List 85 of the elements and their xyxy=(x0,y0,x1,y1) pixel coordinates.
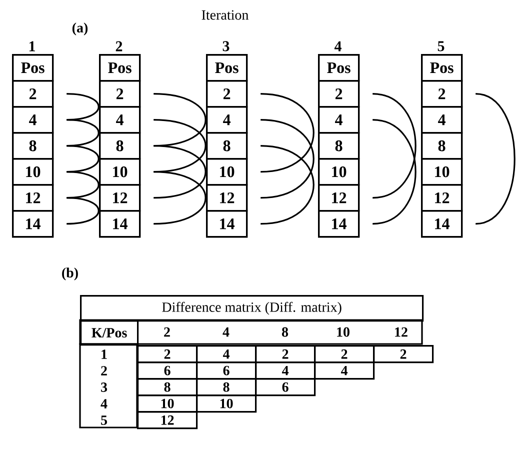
position-cell: 14 xyxy=(12,210,54,238)
arc-connector xyxy=(66,197,100,225)
position-cell: Pos xyxy=(206,54,248,82)
position-cell: Pos xyxy=(421,54,463,82)
row-number: 4 xyxy=(100,399,108,408)
arc-connector xyxy=(154,145,206,199)
position-cell: 12 xyxy=(318,184,360,212)
position-cell: 14 xyxy=(206,210,248,238)
value-cell: 2 xyxy=(255,345,316,364)
value-cell: 4 xyxy=(255,362,316,380)
value-cell: 10 xyxy=(137,394,198,413)
panel-label: (a) xyxy=(72,22,88,36)
column-header: 4 xyxy=(222,327,230,337)
position-cell: 2 xyxy=(99,80,141,108)
position-cell: Pos xyxy=(318,54,360,82)
position-cell: Pos xyxy=(99,54,141,82)
position-cell: 4 xyxy=(99,106,141,134)
position-cell: 12 xyxy=(12,184,54,212)
column-number: 3 xyxy=(222,41,230,52)
column-number: 1 xyxy=(29,41,35,52)
value-cell: 6 xyxy=(255,378,316,396)
value-cell: 10 xyxy=(196,394,257,413)
value-cell: 12 xyxy=(137,411,198,430)
position-cell: 12 xyxy=(99,184,141,212)
position-cell: 2 xyxy=(12,80,54,108)
position-cell: 8 xyxy=(99,132,141,160)
header-cell: K/Pos xyxy=(80,320,139,346)
value-cell: 6 xyxy=(137,362,198,380)
arc-connector xyxy=(66,171,100,199)
row-number: 5 xyxy=(101,416,107,425)
position-cell: 8 xyxy=(421,132,463,160)
value-cell: 8 xyxy=(137,378,198,396)
position-cell: 2 xyxy=(421,80,463,108)
value-cell: 2 xyxy=(314,345,375,364)
value-cell: 2 xyxy=(373,345,434,364)
position-cell: 14 xyxy=(421,210,463,238)
table-title-cell: Difference matrix (Diff. matrix) xyxy=(80,295,424,322)
position-cell: 10 xyxy=(99,158,141,186)
arc-connector xyxy=(372,93,416,199)
column-number: 5 xyxy=(438,41,444,52)
arc-connector xyxy=(372,119,416,225)
position-cell: 2 xyxy=(206,80,248,108)
arc-connector xyxy=(66,145,100,173)
position-cell: 8 xyxy=(12,132,54,160)
position-cell: 4 xyxy=(206,106,248,134)
row-number: 2 xyxy=(101,366,107,376)
column-header: 12 xyxy=(395,327,408,337)
column-number: 4 xyxy=(334,41,342,52)
position-cell: 4 xyxy=(12,106,54,134)
value-cell: 4 xyxy=(196,345,257,364)
column-header: 8 xyxy=(282,327,288,337)
position-cell: 8 xyxy=(318,132,360,160)
panel-label: (b) xyxy=(62,268,78,280)
column-number: 2 xyxy=(116,41,122,52)
value-cell: 4 xyxy=(314,362,375,380)
column-header: 10 xyxy=(337,327,350,337)
arc-connector xyxy=(260,145,314,225)
arc-connector xyxy=(260,119,314,199)
value-cell: 8 xyxy=(196,378,257,396)
position-cell: 10 xyxy=(421,158,463,186)
position-cell: 2 xyxy=(318,80,360,108)
arc-connector xyxy=(154,119,206,173)
position-cell: 8 xyxy=(206,132,248,160)
arc-connector xyxy=(154,93,206,147)
arc-connector xyxy=(66,93,100,121)
position-cell: 14 xyxy=(99,210,141,238)
position-cell: 4 xyxy=(421,106,463,134)
row-number: 1 xyxy=(102,350,107,359)
position-cell: 14 xyxy=(318,210,360,238)
position-cell: 12 xyxy=(421,184,463,212)
position-cell: 12 xyxy=(206,184,248,212)
value-cell: 2 xyxy=(137,345,198,364)
position-cell: 10 xyxy=(206,158,248,186)
position-cell: 10 xyxy=(318,158,360,186)
position-cell: 10 xyxy=(12,158,54,186)
arc-connector xyxy=(260,93,314,173)
position-cell: Pos xyxy=(12,54,54,82)
arc-connector xyxy=(66,119,100,147)
value-cell: 6 xyxy=(196,362,257,380)
axis-title: Iteration xyxy=(202,10,249,20)
row-number: 3 xyxy=(101,382,108,392)
arc-connector xyxy=(475,93,516,225)
column-header: 2 xyxy=(164,327,170,337)
arc-connector xyxy=(154,171,206,225)
position-cell: 4 xyxy=(318,106,360,134)
